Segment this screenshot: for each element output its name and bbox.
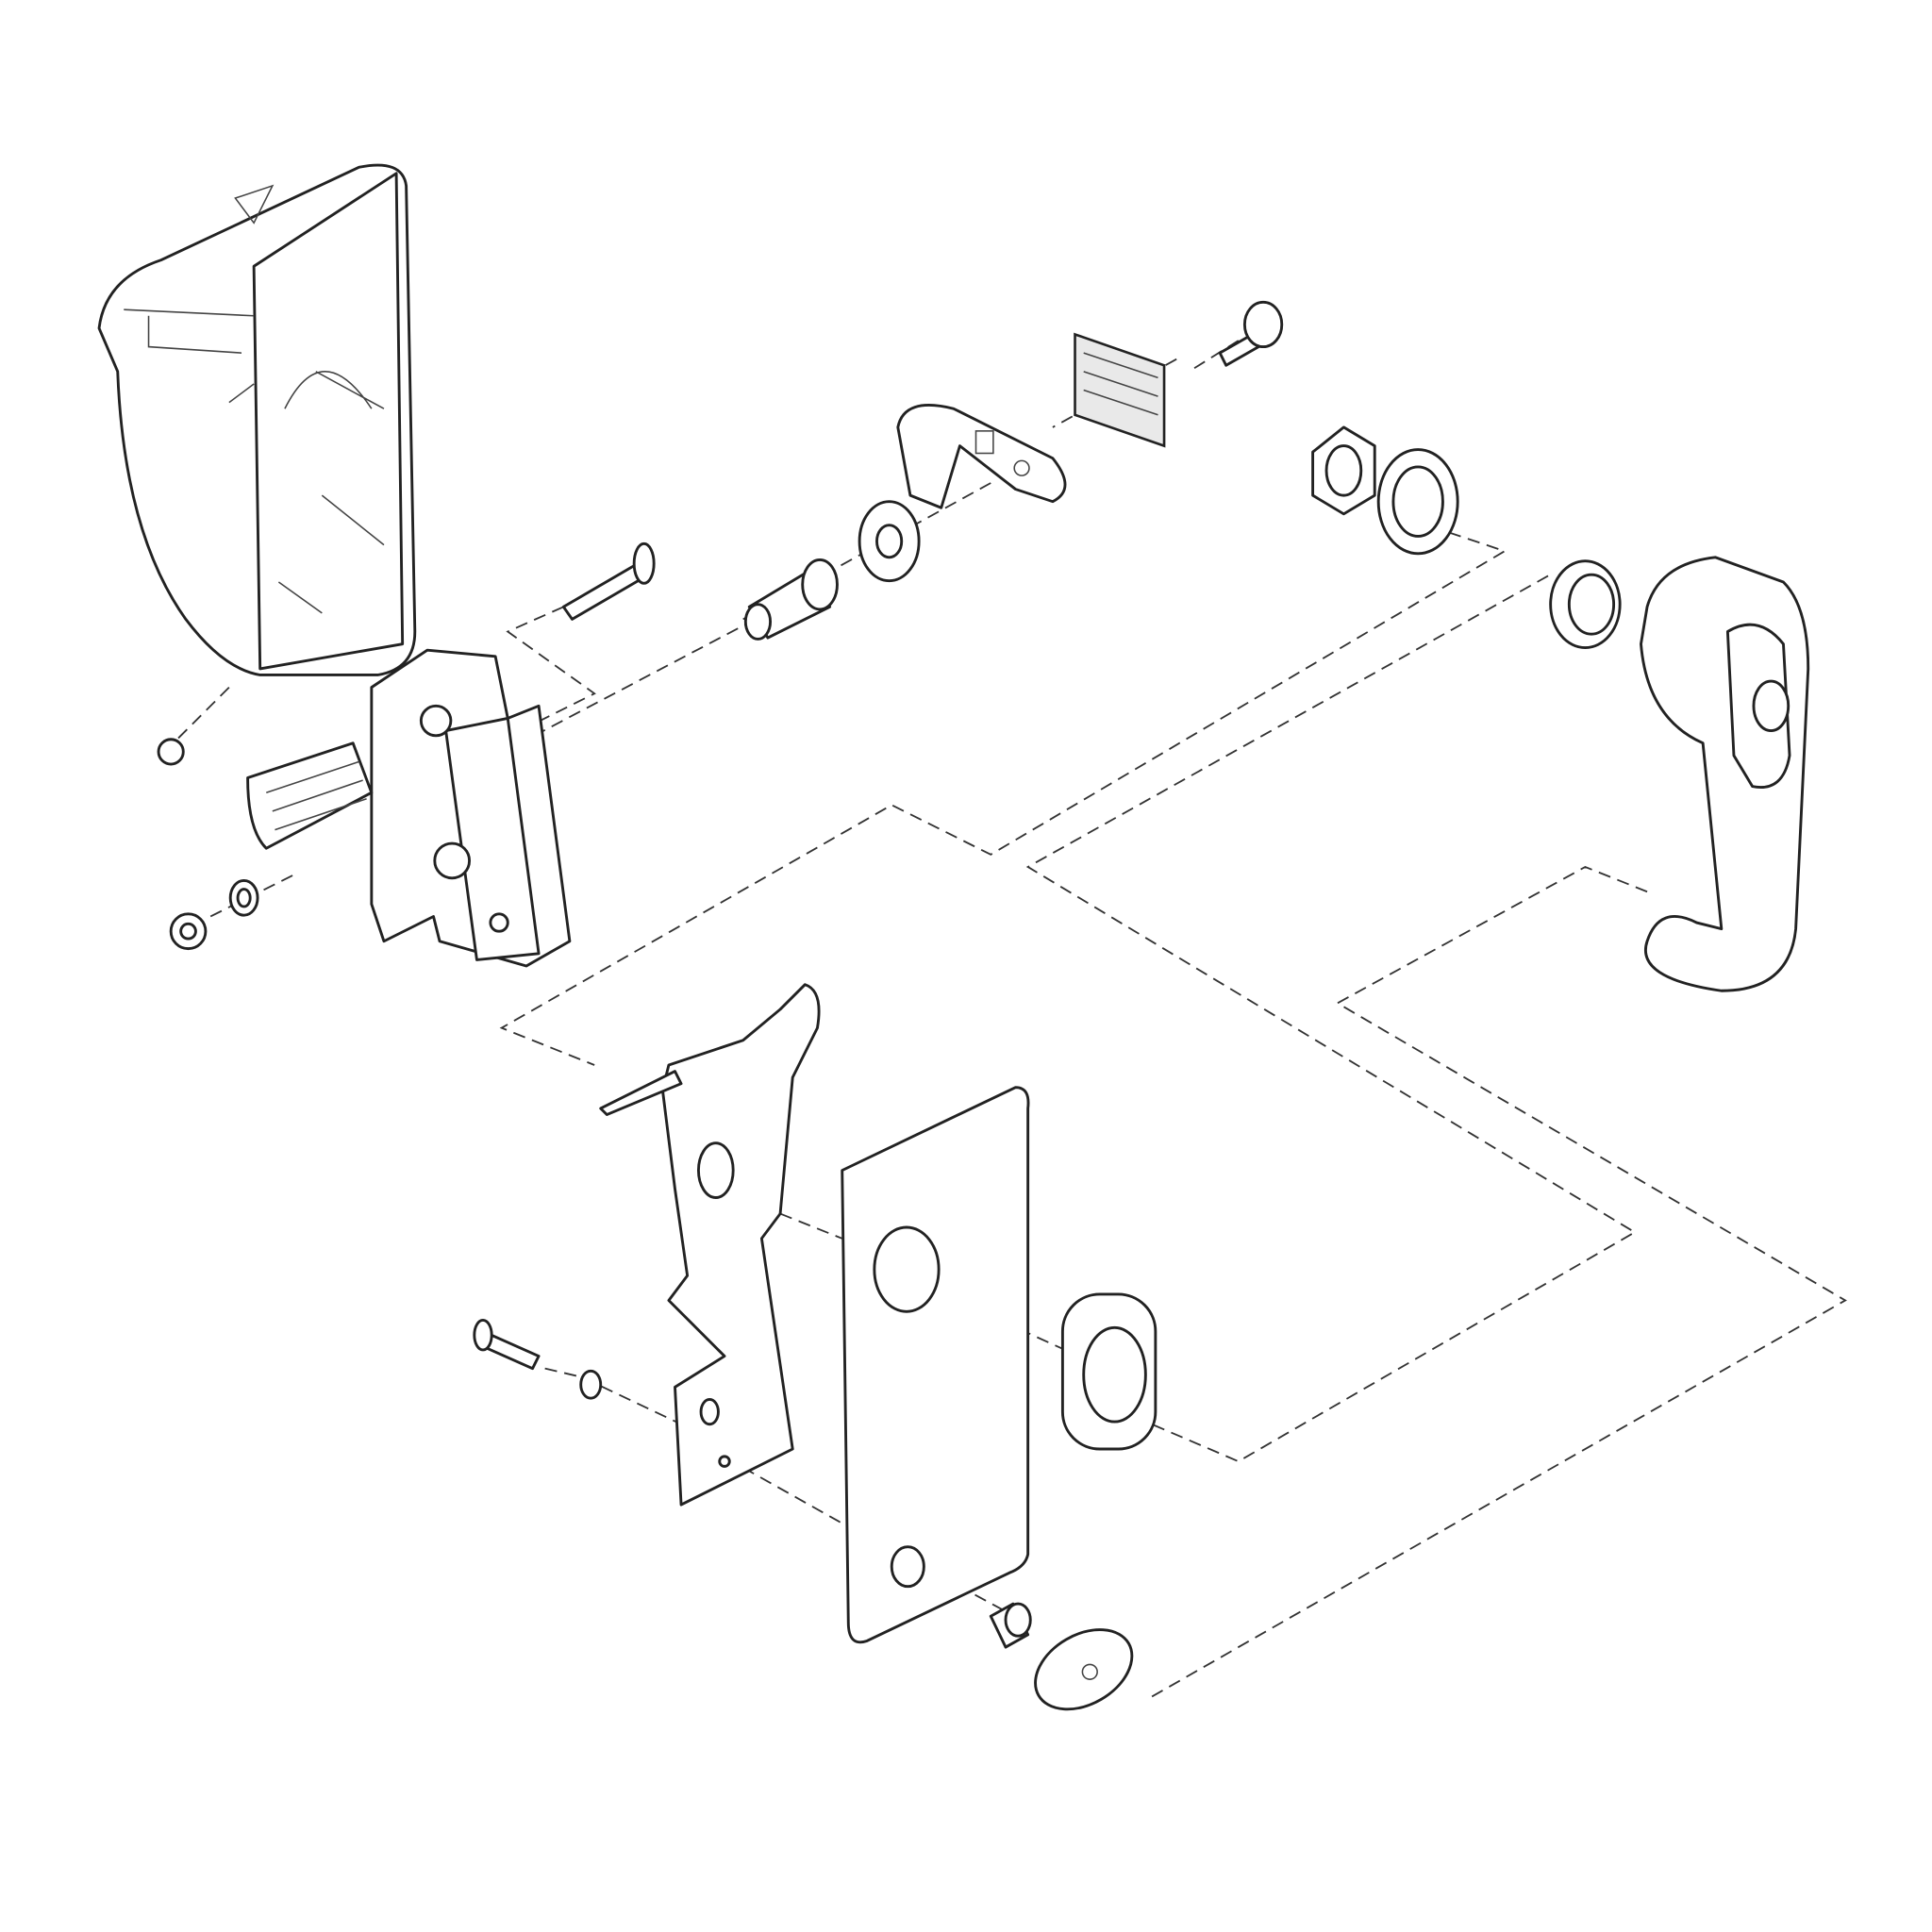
spacer: [989, 1602, 1032, 1649]
spring-plate: [1074, 332, 1166, 448]
mounting-bracket: [599, 983, 821, 1507]
backing-plate: [841, 1086, 1030, 1644]
latch-mechanism: [246, 648, 572, 968]
bushing: [743, 558, 839, 641]
nut-and-washer: [169, 878, 259, 951]
collar: [1549, 559, 1622, 650]
oval-cap: [1034, 1628, 1134, 1711]
hex-nut: [1311, 425, 1376, 516]
housing: [97, 163, 417, 676]
lower-bolt: [473, 1319, 603, 1400]
ring: [1376, 448, 1459, 556]
clip-bracket: [896, 404, 1067, 509]
washer: [858, 500, 921, 583]
handle: [1640, 556, 1810, 992]
long-screw: [561, 541, 656, 621]
bolt: [1218, 300, 1284, 367]
escutcheon: [1060, 1292, 1158, 1451]
screw-small: [157, 738, 185, 766]
